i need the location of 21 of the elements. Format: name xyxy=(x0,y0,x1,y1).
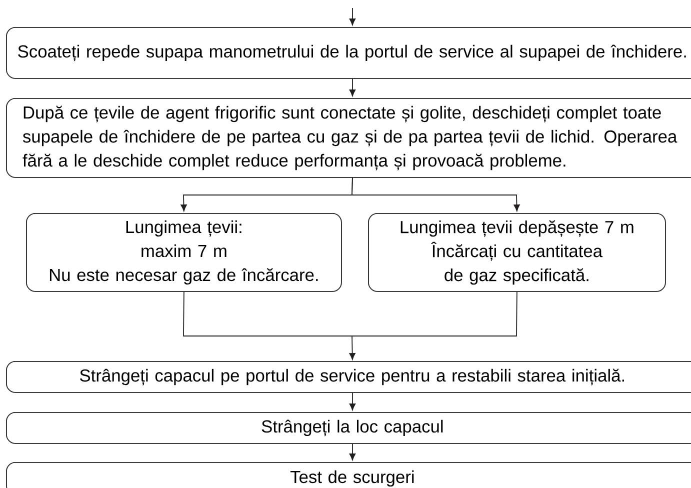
step-text: Strângeți la loc capacul xyxy=(262,420,443,436)
step-text: Lungimea țevii: maxim 7 m Nu este necesar gaz de încărcare. xyxy=(50,220,318,285)
connector-line xyxy=(352,291,518,336)
process-box xyxy=(6,98,691,178)
process-box xyxy=(26,213,342,292)
arrow xyxy=(349,443,356,460)
arrow xyxy=(349,8,356,26)
arrow xyxy=(349,78,356,96)
process-box xyxy=(6,412,691,444)
step-text: După ce țevile de agent frigorific sunt conectate și golite, deschideți complet toate supapele de închidere de pe partea cu gaz și de pa partea țevii de lichid. Operarea fără a le deschide complet reduce performanța și provoacă probleme. xyxy=(22,106,678,170)
arrow xyxy=(349,392,356,410)
process-box xyxy=(6,27,691,79)
process-box xyxy=(6,361,691,393)
step-text: Strângeți capacul pe portul de service pentru a restabili starea inițială. xyxy=(80,368,624,386)
process-box xyxy=(6,462,691,488)
process-box xyxy=(368,213,666,292)
step-text: Lungimea țevii depășește 7 m Încărcați cu cantitatea de gaz specificată. xyxy=(400,220,634,285)
arrow xyxy=(352,177,520,212)
connector-line xyxy=(183,291,352,336)
step-text: Scoateți repede supapa manometrului de la portul de service al supapei de închidere. xyxy=(18,44,686,62)
step-text: Test de scurgeri xyxy=(290,470,414,487)
